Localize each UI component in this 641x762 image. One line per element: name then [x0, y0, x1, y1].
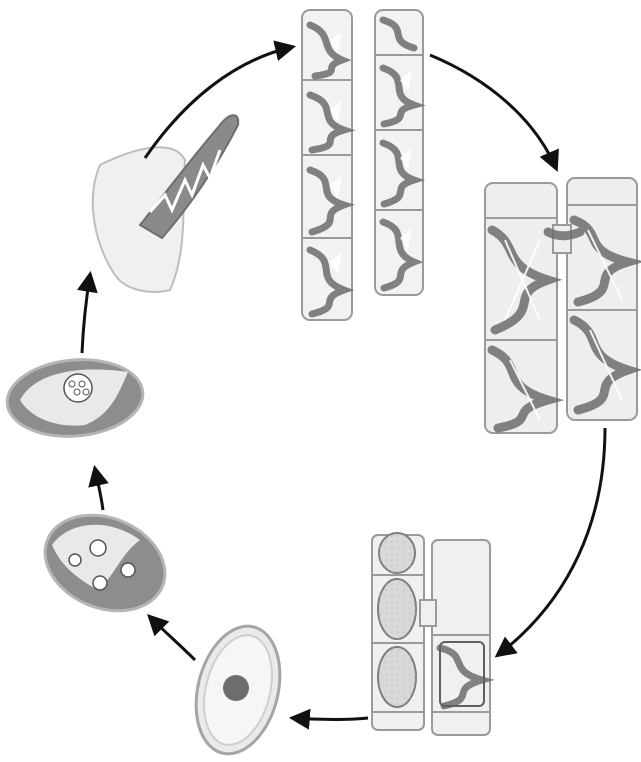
emerging-filament-illustration [93, 115, 238, 292]
arrow-spore-to-emerging [82, 275, 90, 353]
zygospore-illustration [183, 617, 292, 762]
germinating-spore-illustration [4, 354, 146, 442]
arrow-zygospore-to-meiosis [150, 617, 195, 660]
arrow-meiosis-to-spore [95, 469, 103, 510]
arrow-zygote-to-zygospore [293, 718, 368, 720]
conjugation-illustration [485, 178, 637, 433]
arrow-filaments-to-conjugation [430, 55, 556, 168]
arrow-conjugation-to-zygote [498, 428, 605, 655]
filament-pair-illustration [302, 10, 423, 320]
meiosis-spore-illustration [31, 498, 180, 628]
zygote-formation-illustration [372, 533, 490, 735]
